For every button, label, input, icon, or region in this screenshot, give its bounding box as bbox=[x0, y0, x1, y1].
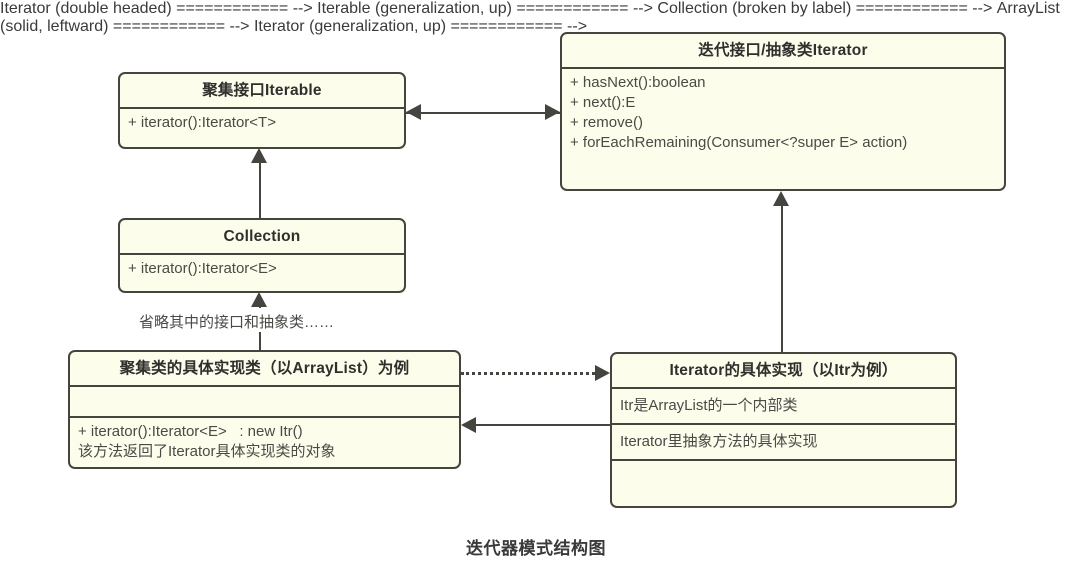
class-box-concrete-aggregate-attributes bbox=[70, 387, 459, 419]
edge-iterable-iterator-arrowhead-right bbox=[545, 104, 560, 120]
class-box-iterator-method-0: + hasNext():boolean bbox=[570, 74, 706, 92]
class-box-iterator-title: 迭代接口/抽象类Iterator bbox=[562, 34, 1004, 70]
edge-arraylist-collection-arrowhead bbox=[251, 292, 267, 307]
class-box-concrete-iterator-title: Iterator的具体实现（以Itr为例） bbox=[612, 354, 955, 390]
class-box-iterator[interactable]: 迭代接口/抽象类Iterator + hasNext():boolean + n… bbox=[560, 32, 1006, 191]
class-box-iterator-method-1: + next():E bbox=[570, 94, 636, 112]
class-box-concrete-aggregate-method-line-2: 该方法返回了Iterator具体实现类的对象 bbox=[78, 443, 336, 461]
edge-iterable-iterator-arrowhead-left bbox=[406, 104, 421, 120]
edge-iterable-iterator-line bbox=[406, 112, 560, 114]
class-box-iterable[interactable]: 聚集接口Iterable + iterator():Iterator<T> bbox=[118, 72, 406, 149]
edge-arraylist-itr-dotted-line bbox=[461, 372, 595, 375]
edge-itr-arraylist-line bbox=[476, 424, 610, 426]
class-box-concrete-iterator[interactable]: Iterator的具体实现（以Itr为例） Itr是ArrayList的一个内部… bbox=[610, 352, 957, 508]
class-box-concrete-iterator-row-0: Itr是ArrayList的一个内部类 bbox=[612, 389, 955, 426]
class-box-concrete-iterator-row-1: Iterator里抽象方法的具体实现 bbox=[612, 425, 955, 461]
class-box-iterator-method-3: + forEachRemaining(Consumer<?super E> ac… bbox=[570, 133, 908, 151]
class-box-iterable-method-0: + iterator():Iterator<T> bbox=[128, 114, 276, 132]
edge-itr-iterator-arrowhead bbox=[773, 191, 789, 206]
edge-omission-label: 省略其中的接口和抽象类…… bbox=[137, 311, 337, 332]
edge-arraylist-itr-arrowhead bbox=[595, 365, 610, 381]
class-box-collection-method-0: + iterator():Iterator<E> bbox=[128, 260, 277, 278]
edge-itr-arraylist-arrowhead bbox=[461, 417, 476, 433]
edge-collection-iterable-arrowhead bbox=[251, 148, 267, 163]
class-box-iterator-method-2: + remove() bbox=[570, 113, 643, 131]
class-box-collection-title: Collection bbox=[120, 220, 404, 256]
edge-itr-iterator-line bbox=[781, 203, 783, 352]
class-box-concrete-aggregate-title: 聚集类的具体实现类（以ArrayList）为例 bbox=[70, 352, 459, 388]
class-box-collection[interactable]: Collection + iterator():Iterator<E> bbox=[118, 218, 406, 293]
figure-caption: 迭代器模式结构图 bbox=[466, 539, 606, 558]
class-box-concrete-iterator-row-2 bbox=[612, 461, 955, 501]
class-box-concrete-aggregate-method-line-1: + iterator():Iterator<E> : new Itr() bbox=[78, 423, 303, 441]
edge-collection-iterable-line bbox=[259, 160, 261, 218]
class-box-iterable-title: 聚集接口Iterable bbox=[120, 74, 404, 110]
class-box-concrete-aggregate[interactable]: 聚集类的具体实现类（以ArrayList）为例 + iterator():Ite… bbox=[68, 350, 461, 469]
edge-arraylist-collection-line-lower bbox=[259, 330, 261, 350]
